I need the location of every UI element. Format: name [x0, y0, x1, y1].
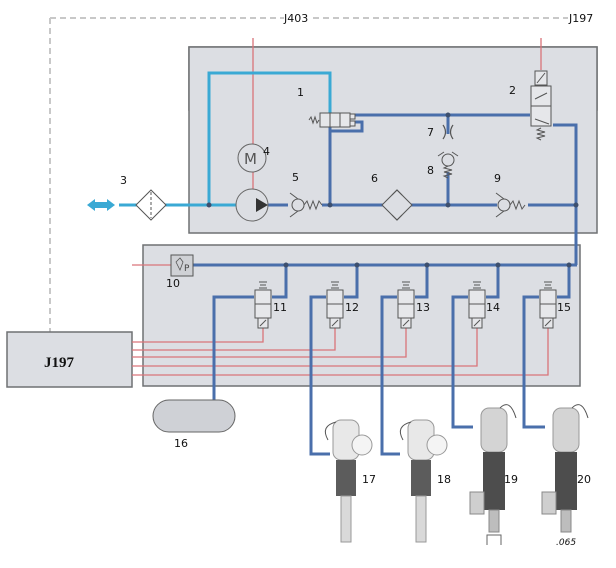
- label-8: 8: [427, 164, 434, 177]
- label-19: 19: [504, 473, 518, 486]
- control-unit-j197: [6, 331, 133, 388]
- label-17: 17: [362, 473, 376, 486]
- junction-dots: [206, 112, 579, 268]
- compressor-symbol: [235, 188, 269, 222]
- rear-strut-18: [399, 419, 448, 543]
- electric-lines: [132, 38, 549, 376]
- label-1: 1: [297, 86, 304, 99]
- valve-block-panel: [142, 244, 581, 387]
- label-10: 10: [166, 277, 180, 290]
- rear-strut-17: [324, 419, 373, 543]
- label-15: 15: [557, 301, 571, 314]
- front-strut-19: [469, 404, 517, 545]
- label-18: 18: [437, 473, 451, 486]
- solenoid-valve-15-symbol: [539, 281, 557, 329]
- air-filter-symbol: [135, 189, 167, 221]
- svg-text:P: P: [184, 264, 190, 274]
- pressure-lines: [193, 113, 578, 456]
- label-7: 7: [427, 126, 434, 139]
- pressure-reservoir: [152, 399, 236, 433]
- air-inlet-arrow-icon: [87, 199, 115, 211]
- label-6: 6: [371, 172, 378, 185]
- solenoid-valve-12-symbol: [326, 281, 344, 329]
- check-valve-9-symbol: [495, 192, 526, 218]
- label-16: 16: [174, 437, 188, 450]
- solenoid-valve-13-symbol: [397, 281, 415, 329]
- solenoid-valve-14-symbol: [468, 281, 486, 329]
- pilot-valve-1-symbol: [308, 112, 356, 128]
- label-9: 9: [494, 172, 501, 185]
- svg-text:M: M: [244, 150, 257, 168]
- solenoid-valve-11-symbol: [254, 281, 272, 329]
- label-11: 11: [273, 301, 287, 314]
- label-14: 14: [486, 301, 500, 314]
- label-3: 3: [120, 174, 127, 187]
- label-13: 13: [416, 301, 430, 314]
- signal-lines: [49, 17, 568, 332]
- control-unit-label: J197: [44, 355, 75, 371]
- figure-code: .065: [556, 538, 576, 548]
- air-dryer-symbol: [381, 189, 413, 221]
- label-4: 4: [263, 145, 270, 158]
- restrictor-symbol: [442, 124, 454, 140]
- label-12: 12: [345, 301, 359, 314]
- pressure-sensor-symbol: P: [170, 254, 194, 277]
- label-2: 2: [509, 84, 516, 97]
- label-j403: J403: [283, 12, 308, 25]
- label-20: 20: [577, 473, 591, 486]
- label-j197-top: J197: [568, 12, 593, 25]
- label-5: 5: [292, 171, 299, 184]
- check-valve-8-symbol: [437, 151, 459, 179]
- check-valve-5-symbol: [289, 192, 323, 218]
- solenoid-valve-2-symbol: [530, 70, 552, 141]
- front-strut-20: [541, 404, 589, 533]
- motor-symbol: M: [237, 143, 267, 173]
